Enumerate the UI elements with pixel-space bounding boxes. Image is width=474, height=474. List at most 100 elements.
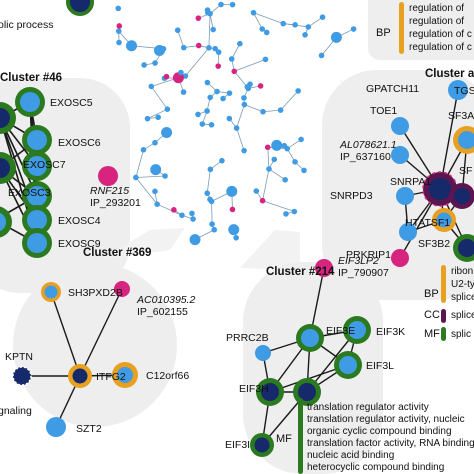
overview-novel-node (231, 68, 238, 75)
gene-node-tgs[interactable] (448, 80, 468, 100)
gene-node-szt2[interactable] (46, 417, 66, 437)
overview-node (162, 173, 168, 179)
overview-node (161, 126, 173, 138)
mid-legend-text: gnaling (0, 405, 32, 417)
novel-node-eif3lp2[interactable] (315, 259, 333, 277)
go-right-term-3: splice (451, 292, 474, 303)
gene-node-sf3b2[interactable] (453, 234, 474, 262)
overview-node (214, 88, 220, 95)
go-mf-term-1: translation regulator activity (307, 402, 429, 413)
overview-node (133, 174, 139, 181)
gene-label-exosc3: EXOSC3 (8, 187, 51, 199)
gene-node-htatsf1[interactable] (432, 208, 456, 232)
novel-node-al078621[interactable] (391, 249, 409, 267)
gene-node-exosc9[interactable] (22, 228, 52, 258)
gene-label-sf: SF (459, 165, 472, 177)
gene-node-toe1[interactable] (391, 146, 409, 164)
overview-node (259, 26, 266, 32)
panel-cluster-right (322, 70, 474, 300)
go-mf-category: MF (276, 433, 292, 445)
gene-node-eif3h[interactable] (256, 378, 284, 406)
overview-node (282, 176, 288, 183)
novel-gene-label-rnf215: RNF215 (90, 185, 129, 197)
gene-label-exosc9: EXOSC9 (58, 238, 101, 250)
overview-node (154, 201, 160, 207)
overview-node (241, 95, 247, 101)
overview-node (195, 111, 201, 118)
gene-node-gpatch11[interactable] (391, 117, 409, 135)
go-mf-term-5: nucleic acid binding (307, 450, 394, 461)
overview-edge (185, 47, 210, 77)
go-right-term-5: splic (451, 329, 471, 340)
overview-node (271, 156, 278, 163)
overview-node (260, 108, 266, 115)
gene-node-sf3a[interactable] (453, 126, 474, 154)
novel-id-label-al078621: IP_637160 (340, 151, 391, 163)
gene-node-eif3i[interactable] (250, 433, 274, 457)
overview-node (153, 44, 165, 56)
overview-node (164, 106, 171, 112)
overview-novel-node (116, 23, 123, 29)
gene-label-gpatch11: GPATCH11 (366, 83, 419, 95)
gene-label-eif3k: EIF3K (376, 326, 405, 338)
overview-node (330, 31, 342, 43)
overview-node (220, 95, 226, 102)
go-right-mf-bar (441, 327, 446, 341)
overview-node (144, 115, 151, 122)
gene-label-eif3l: EIF3L (366, 360, 394, 372)
go-right-bp-bar (441, 265, 446, 303)
overview-node (298, 136, 304, 143)
overview-node (206, 45, 212, 51)
gene-node-kptn[interactable] (12, 366, 32, 386)
gene-label-exosc5: EXOSC5 (50, 97, 93, 109)
gene-node-sh3pxd2b[interactable] (41, 282, 61, 302)
gene-node-prkrip1[interactable] (399, 223, 417, 241)
overview-node (210, 26, 216, 33)
gene-node-eif3l[interactable] (334, 351, 362, 379)
gene-node-exosc3[interactable] (22, 181, 52, 211)
gene-node-hub-left-low[interactable] (0, 206, 12, 238)
novel-node-ac010395[interactable] (114, 281, 130, 297)
go-top-term-3: regulation of c (409, 29, 472, 40)
overview-edge (135, 177, 158, 205)
gene-label-sh3pxd2b: SH3PXD2B (68, 287, 123, 299)
cluster-46-nodes (0, 0, 118, 258)
overview-node (150, 164, 162, 176)
overview-node (115, 28, 122, 34)
overview-node (182, 73, 189, 79)
overview-novel-node (259, 197, 266, 204)
gene-node-prrc2b[interactable] (255, 345, 271, 361)
cluster-214-title: Cluster #214 (266, 266, 335, 278)
novel-node-rnf215[interactable] (98, 166, 118, 186)
go-right-bp: BP (424, 288, 439, 300)
gene-node-exosc4[interactable] (22, 205, 52, 235)
novel-id-label-ac010395: IP_602155 (137, 306, 188, 318)
gene-node-eif3k[interactable] (343, 316, 371, 344)
callout-wedge-mid (100, 228, 185, 260)
gene-node-exosc6[interactable] (22, 125, 52, 155)
left-legend-text: olic process (0, 19, 53, 31)
gene-node-hub-left-mid[interactable] (0, 152, 16, 184)
overview-node (247, 81, 253, 88)
gene-node-exosc5[interactable] (15, 87, 45, 117)
go-mf-term-3: organic cyclic compound binding (307, 426, 452, 437)
gene-node-itfg2[interactable] (68, 364, 92, 388)
go-mf-term-4: translation factor activity, RNA binding (307, 438, 474, 449)
gene-node-exosc7[interactable] (22, 151, 52, 181)
overview-node (215, 49, 222, 55)
go-top-bar (399, 2, 404, 54)
gene-node-snrpd3[interactable] (396, 187, 414, 205)
gene-node-eif3e[interactable] (296, 324, 324, 352)
overview-edge (150, 86, 168, 110)
gene-label-htatsf1: HTATSF1 (405, 217, 450, 229)
panel-go-top (368, 0, 474, 60)
cluster-46-title: Cluster #46 (0, 72, 62, 84)
overview-node (301, 167, 307, 174)
overview-node (305, 24, 312, 30)
gene-node-hub-left-top[interactable] (0, 102, 16, 134)
go-legend-right: BP ribon U2-ty splice CC splice MF splic (424, 265, 474, 341)
overview-node (241, 101, 248, 108)
gene-node-sf[interactable] (449, 183, 474, 209)
gene-label-toe1: TOE1 (370, 105, 397, 117)
gene-node-c12orf66[interactable] (112, 362, 138, 388)
